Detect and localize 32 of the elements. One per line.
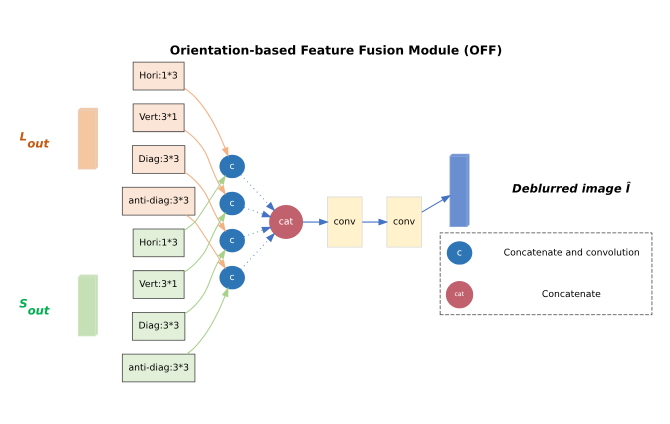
arrow	[302, 218, 329, 226]
arrow	[421, 194, 452, 213]
node-circle: c	[219, 154, 245, 178]
node-circle: c	[446, 241, 472, 265]
node-label: Deblurred image Î	[512, 181, 630, 196]
arrow	[184, 248, 226, 314]
node-box: Hori:1*3	[132, 62, 184, 90]
node-box: Vert:3*1	[132, 270, 184, 299]
arrow	[184, 130, 226, 196]
arrow	[244, 206, 272, 218]
node-circle: c	[219, 266, 245, 290]
node-box: conv	[386, 196, 422, 248]
node-circle: cat	[269, 205, 304, 240]
node-box: anti-diag:3*3	[122, 354, 196, 382]
node-box: Diag:3*3	[132, 312, 186, 341]
node-box: conv	[327, 196, 363, 248]
arrow	[244, 226, 272, 238]
node-box: Hori:1*3	[132, 228, 184, 258]
arrow	[184, 88, 228, 158]
label: Concatenate	[542, 289, 601, 300]
cluster	[440, 232, 652, 316]
node-circle: c	[219, 192, 245, 216]
arrow	[240, 174, 276, 212]
arrow	[240, 232, 276, 270]
node-box: Vert:3*1	[132, 104, 184, 132]
node-circle: c	[219, 228, 245, 252]
node-box: anti-diag:3*3	[122, 186, 196, 216]
label: Concatenate and convolution	[504, 247, 640, 258]
node-box: Diag:3*3	[132, 145, 186, 174]
arrow	[362, 218, 388, 226]
diagram-title: Orientation-based Feature Fusion Module (OFF)	[170, 43, 502, 58]
arrow	[186, 286, 228, 354]
